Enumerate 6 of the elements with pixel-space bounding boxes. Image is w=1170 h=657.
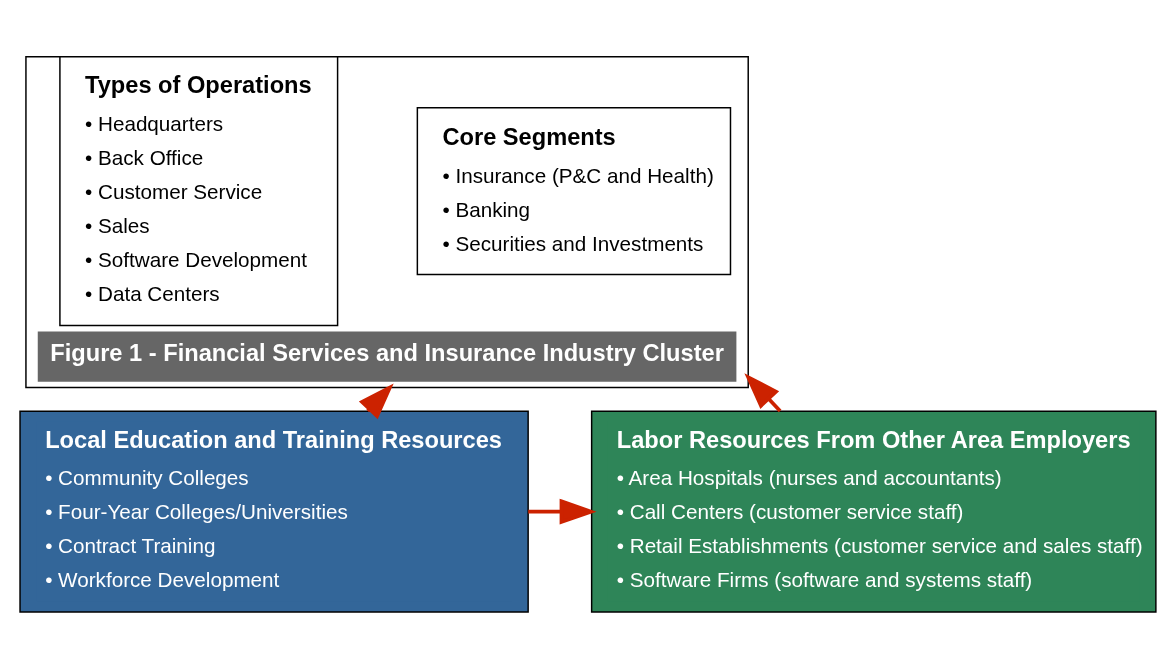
arrow — [744, 373, 782, 413]
arrow — [528, 498, 597, 525]
arrow — [358, 383, 394, 420]
node-box: Core Segments • Insurance (P&C and Health) • Banking • Securities and Investments — [416, 106, 732, 276]
node-box: Types of Operations • Headquarters • Back Office • Customer Service • Sales • Software Development • Data Centers — [59, 56, 339, 327]
node-box: Labor Resources From Other Area Employers • Area Hospitals (nurses and accountants) • Call Centers (customer service staff) • Retail Establishments (customer service and sales staff) • Software Firms (software and systems staff) — [590, 410, 1157, 613]
